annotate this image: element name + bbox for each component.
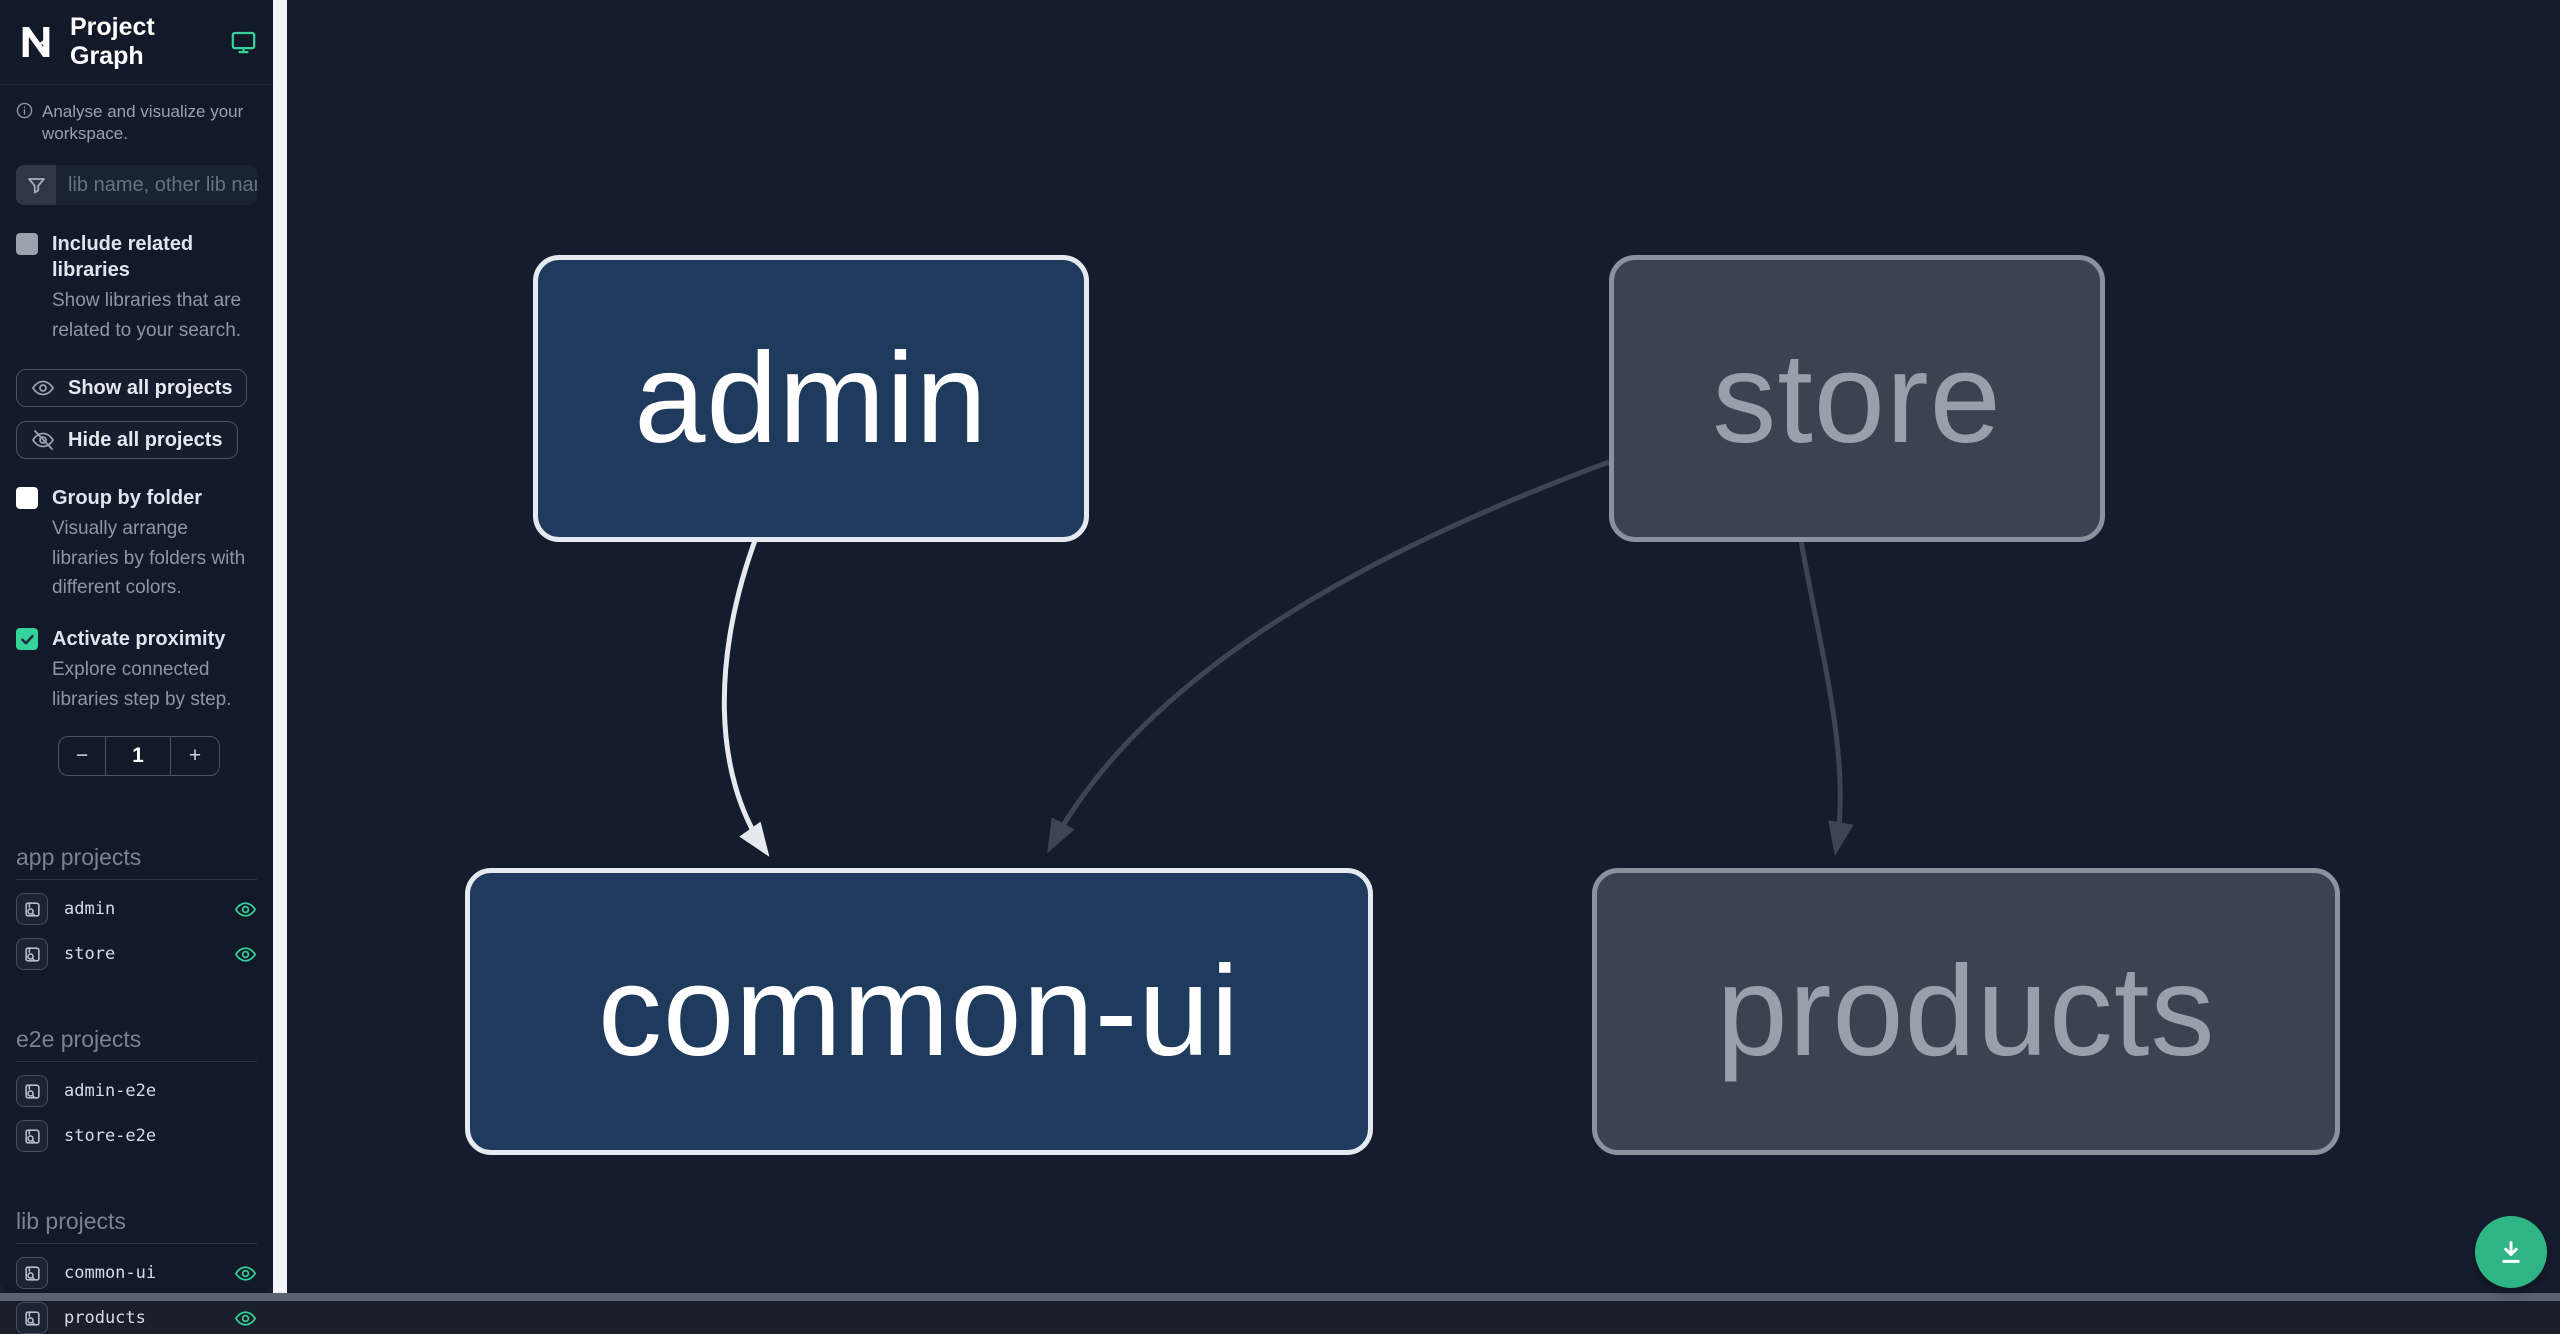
- download-icon: [2502, 1241, 2520, 1263]
- project-name[interactable]: common-ui: [64, 1263, 157, 1284]
- section-heading-lib-projects: lib projects: [16, 1208, 126, 1235]
- option-activate-proximity: Activate proximity Explore connected lib…: [0, 626, 273, 714]
- app-title: Project Graph: [70, 13, 155, 70]
- group-by-folder-description: Visually arrange libraries by folders wi…: [52, 518, 246, 598]
- focus-project-button[interactable]: [16, 1120, 48, 1153]
- group-by-folder-checkbox[interactable]: [16, 487, 38, 510]
- visibility-eye-icon[interactable]: [234, 1307, 257, 1330]
- graph-node-common-ui[interactable]: common-ui: [465, 868, 1373, 1155]
- project-name[interactable]: admin: [64, 899, 116, 920]
- activate-proximity-checkbox[interactable]: [16, 628, 38, 651]
- sidebar: Project Graph Analyse and visualize your…: [0, 0, 273, 1334]
- sidebar-header: Project Graph: [0, 0, 273, 85]
- visibility-eye-icon[interactable]: [234, 1262, 257, 1285]
- info-icon: [16, 102, 33, 119]
- section-divider: [16, 1061, 257, 1063]
- proximity-depth-value: 1: [105, 737, 171, 776]
- focus-icon: [24, 1311, 40, 1326]
- node-label: products: [1716, 940, 2216, 1083]
- option-include-related: Include related libraries Show libraries…: [0, 231, 273, 345]
- visibility-eye-icon[interactable]: [234, 898, 257, 921]
- project-name[interactable]: admin-e2e: [64, 1081, 157, 1102]
- focus-icon: [24, 1266, 40, 1281]
- show-all-projects-button[interactable]: Show all projects: [16, 369, 248, 408]
- node-label: store: [1712, 327, 2002, 470]
- focus-icon: [24, 902, 40, 917]
- graph-node-admin[interactable]: admin: [533, 255, 1089, 542]
- activate-proximity-label: Activate proximity: [52, 628, 226, 651]
- include-related-checkbox[interactable]: [16, 233, 38, 256]
- sidebar-resize-handle[interactable]: [273, 0, 287, 1301]
- node-label: common-ui: [597, 940, 1241, 1083]
- edge-layer: [721, 459, 1854, 857]
- activate-proximity-description: Explore connected libraries step by step…: [52, 659, 232, 710]
- project-name[interactable]: products: [64, 1308, 146, 1329]
- edge-store-to-products[interactable]: [1797, 534, 1854, 856]
- hide-all-projects-button[interactable]: Hide all projects: [16, 421, 238, 460]
- focus-project-button[interactable]: [16, 1257, 48, 1290]
- focus-icon: [24, 1084, 40, 1099]
- focus-project-button[interactable]: [16, 1302, 48, 1334]
- proximity-increment-button[interactable]: +: [188, 744, 202, 768]
- tagline-text: Analyse and visualize your workspace.: [42, 102, 244, 144]
- include-related-description: Show libraries that are related to your …: [52, 290, 242, 341]
- focus-icon: [24, 1129, 40, 1144]
- proximity-depth-stepper: − 1 +: [58, 736, 220, 777]
- section-heading-app-projects: app projects: [16, 844, 142, 871]
- nx-logo: [16, 22, 56, 62]
- theme-monitor-icon[interactable]: [230, 29, 257, 56]
- edge-store-to-common-ui[interactable]: [1047, 459, 1610, 854]
- proximity-decrement-button[interactable]: −: [75, 744, 89, 768]
- group-by-folder-label: Group by folder: [52, 487, 202, 510]
- focus-project-button[interactable]: [16, 893, 48, 926]
- checkmark-icon: [20, 634, 34, 645]
- project-row-admin: admin: [0, 893, 273, 926]
- tagline-row: Analyse and visualize your workspace.: [0, 101, 273, 145]
- graph-node-store[interactable]: store: [1609, 255, 2105, 542]
- section-heading-e2e-projects: e2e projects: [16, 1026, 142, 1053]
- search-input[interactable]: [56, 165, 257, 206]
- download-image-button[interactable]: [2475, 1216, 2547, 1288]
- focus-project-button[interactable]: [16, 1075, 48, 1108]
- project-name[interactable]: store-e2e: [64, 1126, 157, 1147]
- focus-icon: [24, 947, 40, 962]
- visibility-eye-icon[interactable]: [234, 943, 257, 966]
- option-group-by-folder: Group by folder Visually arrange librari…: [0, 485, 273, 602]
- focus-project-button[interactable]: [16, 938, 48, 971]
- section-divider: [16, 1243, 257, 1245]
- filter-funnel-icon: [16, 165, 56, 206]
- eye-icon: [31, 380, 55, 396]
- project-row-common-ui: common-ui: [0, 1257, 273, 1290]
- search-bar: [16, 165, 257, 206]
- eye-off-icon: [31, 430, 55, 450]
- project-row-store-e2e: store-e2e: [0, 1120, 273, 1153]
- graph-node-products[interactable]: products: [1592, 868, 2340, 1155]
- project-name[interactable]: store: [64, 944, 116, 965]
- node-label: admin: [634, 327, 988, 470]
- edge-admin-to-common-ui[interactable]: [721, 534, 770, 857]
- project-row-store: store: [0, 938, 273, 971]
- include-related-label: Include related libraries: [52, 233, 194, 282]
- horizontal-scrollbar[interactable]: [0, 1293, 2560, 1301]
- project-row-products: products: [0, 1302, 273, 1334]
- project-row-admin-e2e: admin-e2e: [0, 1075, 273, 1108]
- section-divider: [16, 879, 257, 881]
